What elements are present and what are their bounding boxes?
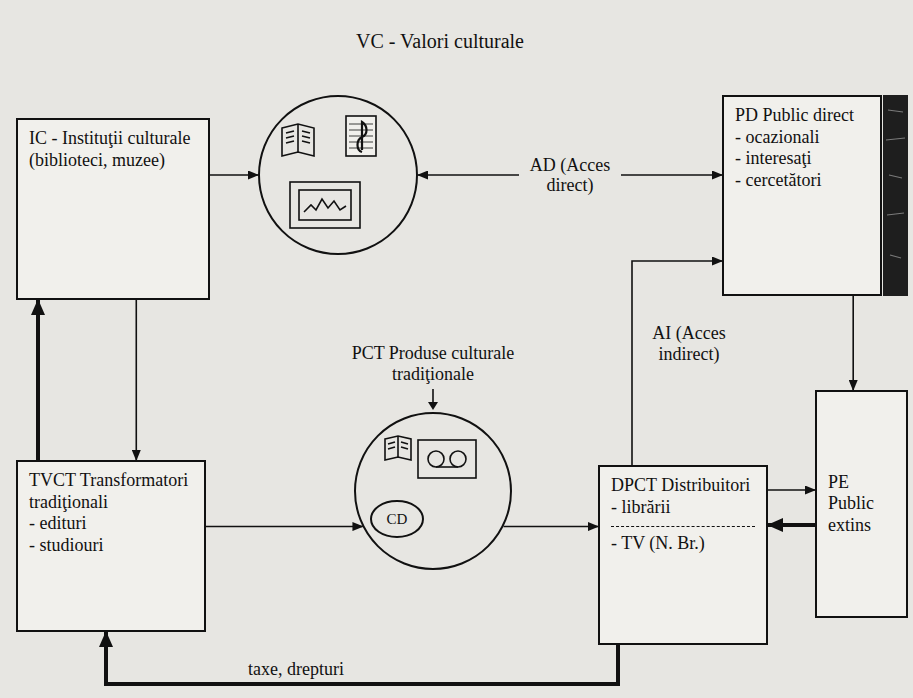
tape-reel [450, 451, 466, 467]
edge-label: AI (Acces indirect) [640, 323, 738, 364]
thick-arrow [36, 300, 40, 460]
book-lines [388, 436, 408, 457]
book-outline [282, 124, 314, 156]
tape-icon [418, 440, 476, 478]
node-text: - TV (N. Br.) [611, 526, 755, 555]
flow-arrow [206, 526, 362, 528]
cd-ellipse: CD [370, 500, 424, 538]
products-circle: PCT Produse culturale tradiţionaleCD [354, 412, 512, 570]
picture-line [304, 199, 346, 212]
score-icon [346, 116, 376, 156]
edge-label: AD (Acces direct) [519, 155, 621, 196]
ellipse-border [371, 501, 423, 537]
thick-arrow [106, 632, 618, 684]
institution-box: IC - Instituţii culturale(biblioteci, mu… [16, 118, 210, 300]
node-text: - studiouri [29, 535, 193, 557]
photo-strip [883, 95, 908, 296]
tape-band [436, 466, 458, 468]
circle-border [355, 413, 511, 569]
leader-line [432, 389, 434, 404]
circle-outline [258, 95, 418, 255]
leader-head [428, 402, 438, 410]
score-clef [358, 122, 367, 152]
circle-outline [354, 412, 512, 570]
node-text: - ocazionali [735, 127, 869, 149]
strip-texture [886, 110, 905, 258]
flow-arrow [504, 526, 598, 528]
node-text: - edituri [29, 513, 193, 535]
book-icon [282, 124, 314, 156]
node-text: - interesaţi [735, 148, 869, 170]
flow-arrow [852, 296, 854, 390]
node-heading: PCT Produse culturale tradiţionale [313, 343, 553, 386]
values-circle: VC - Valori culturale [258, 95, 418, 255]
book-icon [385, 436, 411, 460]
node-text: - cercetători [735, 170, 869, 192]
leader-arrow [428, 389, 438, 410]
circle-border [259, 96, 417, 254]
node-heading: TVCT Transformatori tradiţionali [29, 470, 193, 513]
node-heading: PE Public extins [828, 472, 895, 537]
node-text: - librării [611, 497, 755, 519]
tape-case [418, 440, 476, 478]
thick-arrow [768, 523, 815, 527]
score-sheet [346, 116, 376, 156]
extended-public-box: PE Public extins [815, 390, 908, 618]
node-heading: IC - Instituţii culturale [29, 128, 197, 150]
tape-reel [428, 451, 444, 467]
flow-arrow [210, 174, 258, 176]
node-heading: DPCT Distribuitori [611, 475, 755, 497]
flow-arrow [135, 300, 137, 460]
book-outline [385, 436, 411, 460]
picture-frame [290, 182, 360, 228]
node-heading: VC - Valori culturale [356, 29, 524, 53]
transformer-box: TVCT Transformatori tradiţionali- editur… [16, 460, 206, 632]
direct-public-box: PD Public direct- ocazionali- interesaţi… [722, 95, 882, 296]
edge-label: taxe, drepturi [245, 659, 347, 680]
dark-strip [883, 95, 908, 296]
node-text: (biblioteci, muzee) [29, 150, 197, 172]
picture-inner [299, 190, 351, 220]
node-heading: CD [387, 510, 408, 528]
flow-arrow [768, 489, 815, 491]
distributor-box: DPCT Distribuitori- librării - TV (N. Br.… [598, 465, 768, 645]
book-lines [286, 124, 310, 152]
node-heading: PD Public direct [735, 105, 869, 127]
picture-icon [290, 182, 360, 228]
